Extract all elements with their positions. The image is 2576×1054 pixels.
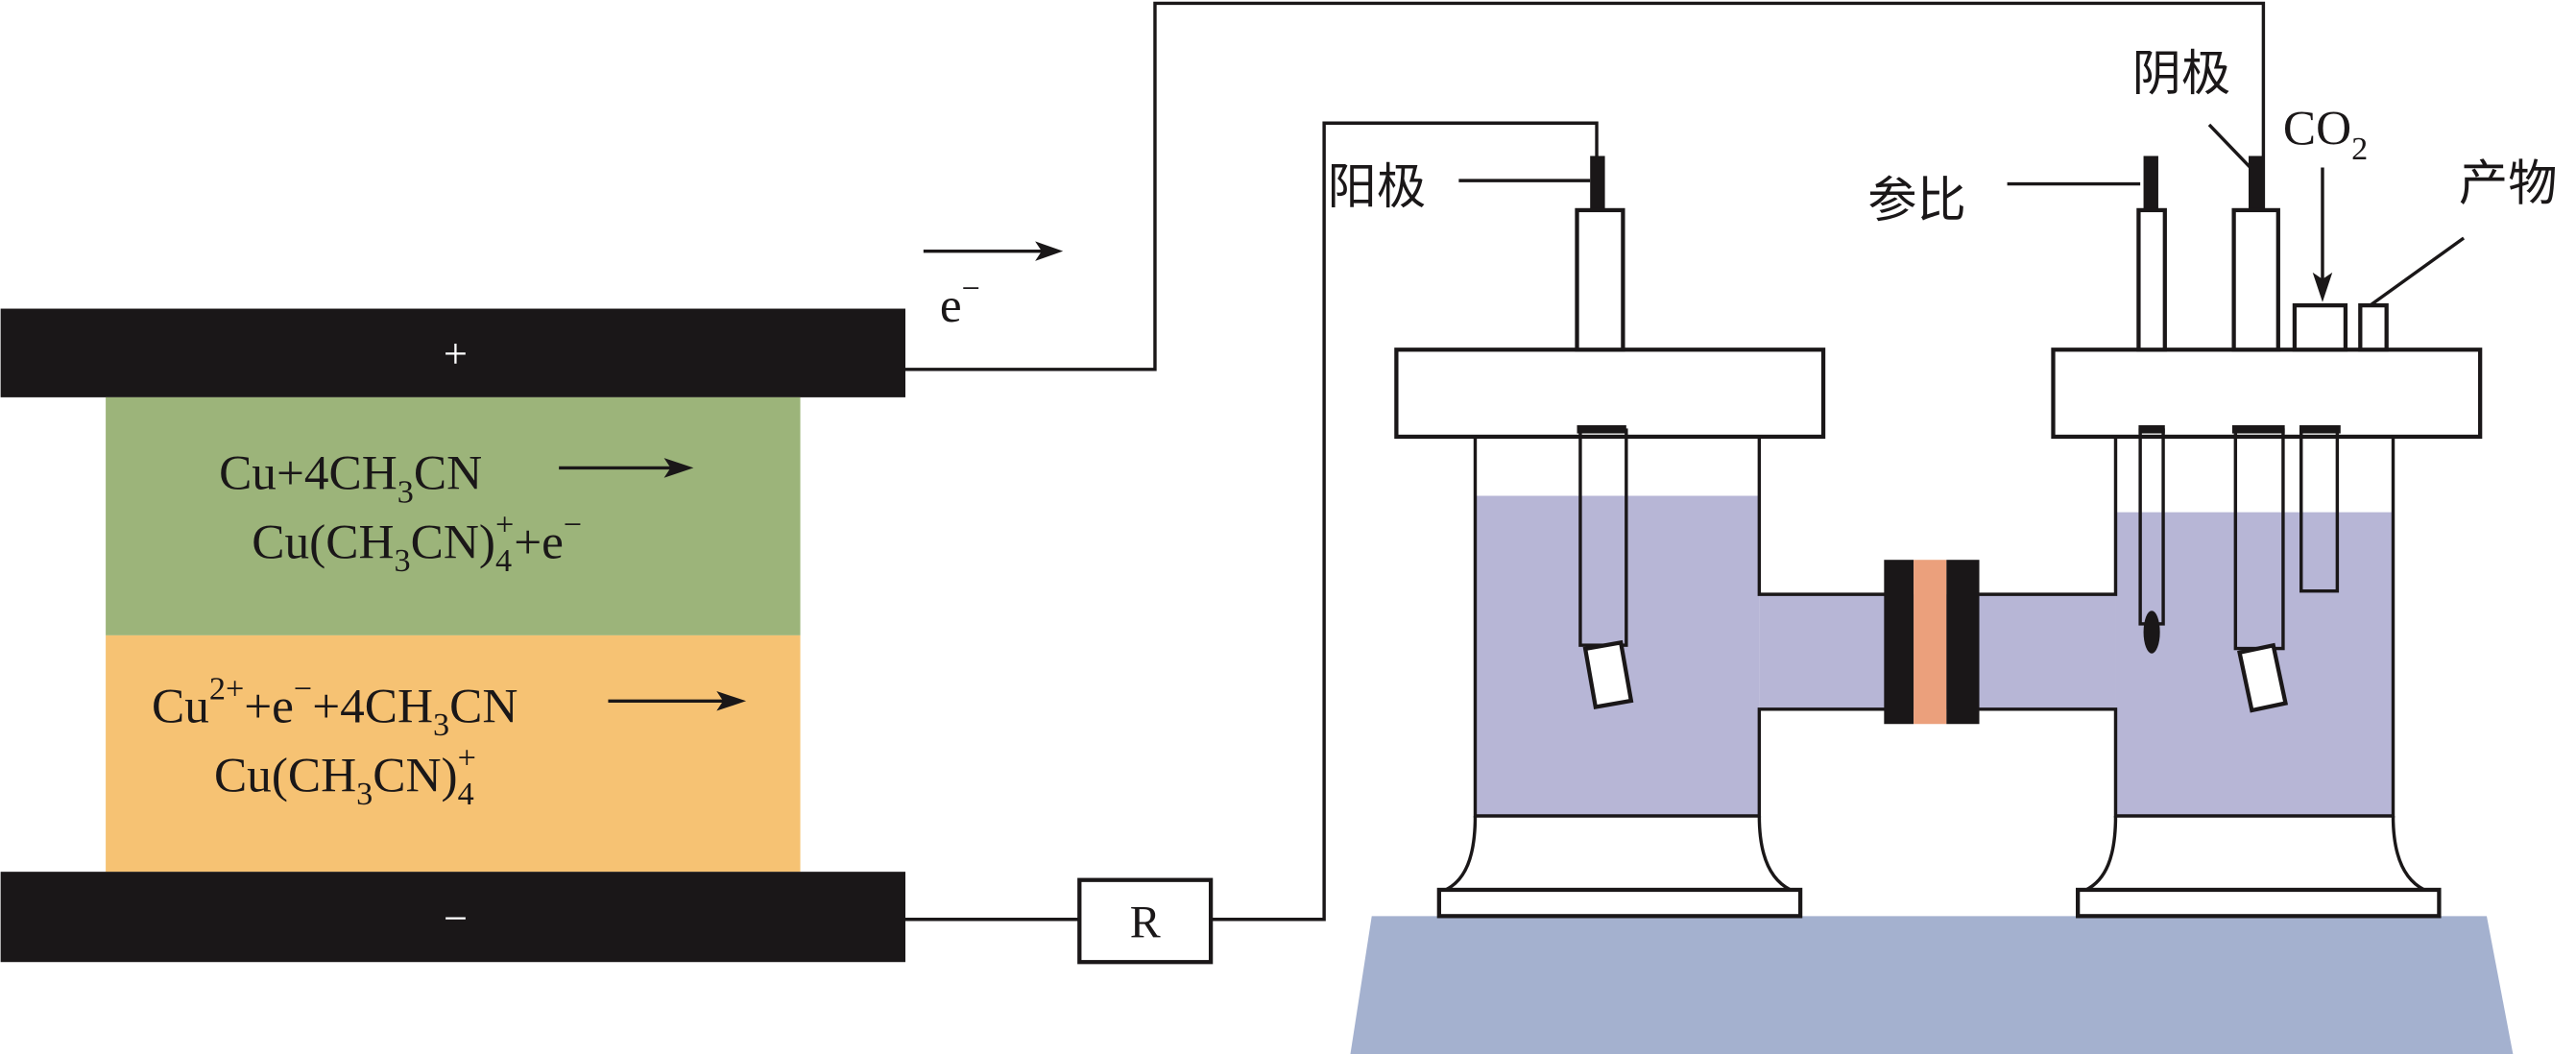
wire-resistor-to-anode — [1211, 121, 1599, 922]
upper-layer — [106, 396, 801, 635]
cathode-terminal — [2249, 156, 2266, 210]
sub: 2 — [2351, 132, 2368, 167]
product-leader — [2369, 236, 2466, 307]
left-foot — [1436, 887, 1803, 919]
text: CN) — [373, 748, 457, 802]
sub: 3 — [356, 777, 373, 812]
text: +e — [244, 680, 294, 734]
co2-inlet-label: CO2 — [2283, 102, 2368, 167]
sup: + — [495, 508, 514, 543]
sub: 4 — [495, 543, 512, 579]
gas-inlet-tube — [2299, 428, 2340, 593]
electron-label: e− — [940, 271, 980, 333]
text: Cu — [152, 680, 209, 734]
negative-plate — [0, 872, 906, 963]
upper-reaction-line1: Cu+4CH3CN — [219, 446, 482, 511]
battery: + − Cu+4CH3CN Cu(CH3CN)4++e− Cu2++e−+4CH… — [0, 308, 906, 963]
sup: − — [294, 672, 312, 707]
text: Cu(CH — [214, 748, 356, 802]
anode-label: 阳极 — [1328, 158, 1427, 216]
text: e — [940, 278, 962, 333]
h-cell — [1394, 156, 2483, 919]
arrowhead-icon — [716, 691, 747, 711]
bench — [1350, 916, 2514, 1054]
membrane-frame-left — [1884, 560, 1914, 725]
right-base — [2084, 816, 2425, 892]
anode-tube-top — [1575, 207, 1625, 352]
sup: − — [564, 508, 582, 543]
sup: 2+ — [209, 672, 244, 707]
arrowhead-icon — [663, 458, 694, 478]
product-label: 产物 — [2459, 156, 2558, 213]
lower-reaction-line1: Cu2++e−+4CH3CN — [152, 672, 518, 744]
cathode-tube-top — [2231, 207, 2280, 352]
wire-positive-to-cathode — [905, 1, 2266, 371]
reference-bulb — [2143, 611, 2160, 654]
text: Cu(CH — [252, 515, 394, 569]
arrowhead-icon — [2312, 272, 2333, 302]
membrane — [1914, 560, 1947, 725]
sub: 4 — [458, 777, 474, 812]
text: CN) — [411, 515, 495, 569]
arrowhead-icon — [1035, 241, 1064, 261]
resistor — [1077, 877, 1214, 965]
cathode-label: 阴极 — [2132, 45, 2231, 103]
sup: − — [962, 271, 980, 306]
negative-symbol: − — [444, 894, 468, 942]
sup: + — [458, 740, 476, 776]
text: CO — [2283, 102, 2351, 156]
anode-terminal — [1590, 156, 1605, 210]
text: Cu+4CH — [219, 446, 397, 501]
positive-symbol: + — [444, 329, 468, 377]
reference-label: 参比 — [1867, 172, 1966, 229]
text: +e — [514, 515, 564, 569]
co2-inlet-port — [2292, 302, 2348, 352]
sub: 3 — [397, 474, 414, 510]
cathode-leader — [2207, 123, 2251, 169]
positive-plate — [0, 308, 906, 397]
sub: 3 — [395, 543, 411, 579]
cathode-tip — [2237, 642, 2289, 713]
anode-tip — [1582, 639, 1634, 709]
text: +4CH — [312, 680, 433, 734]
product-outlet-port — [2358, 302, 2389, 352]
reference-terminal — [2143, 156, 2158, 210]
right-lid — [2051, 347, 2483, 440]
resistor-label: R — [1130, 898, 1161, 948]
text: CN — [449, 680, 518, 734]
left-lid — [1394, 347, 1826, 440]
right-foot — [2076, 887, 2442, 919]
sub: 3 — [433, 707, 449, 743]
text: CN — [414, 446, 482, 501]
lower-reaction-line2: Cu(CH3CN)4+ — [214, 740, 476, 812]
membrane-frame-right — [1946, 560, 1980, 725]
left-base — [1444, 816, 1792, 892]
reference-tube-top — [2136, 207, 2167, 352]
upper-reaction-line2: Cu(CH3CN)4++e− — [252, 508, 582, 580]
lower-layer — [106, 635, 801, 873]
